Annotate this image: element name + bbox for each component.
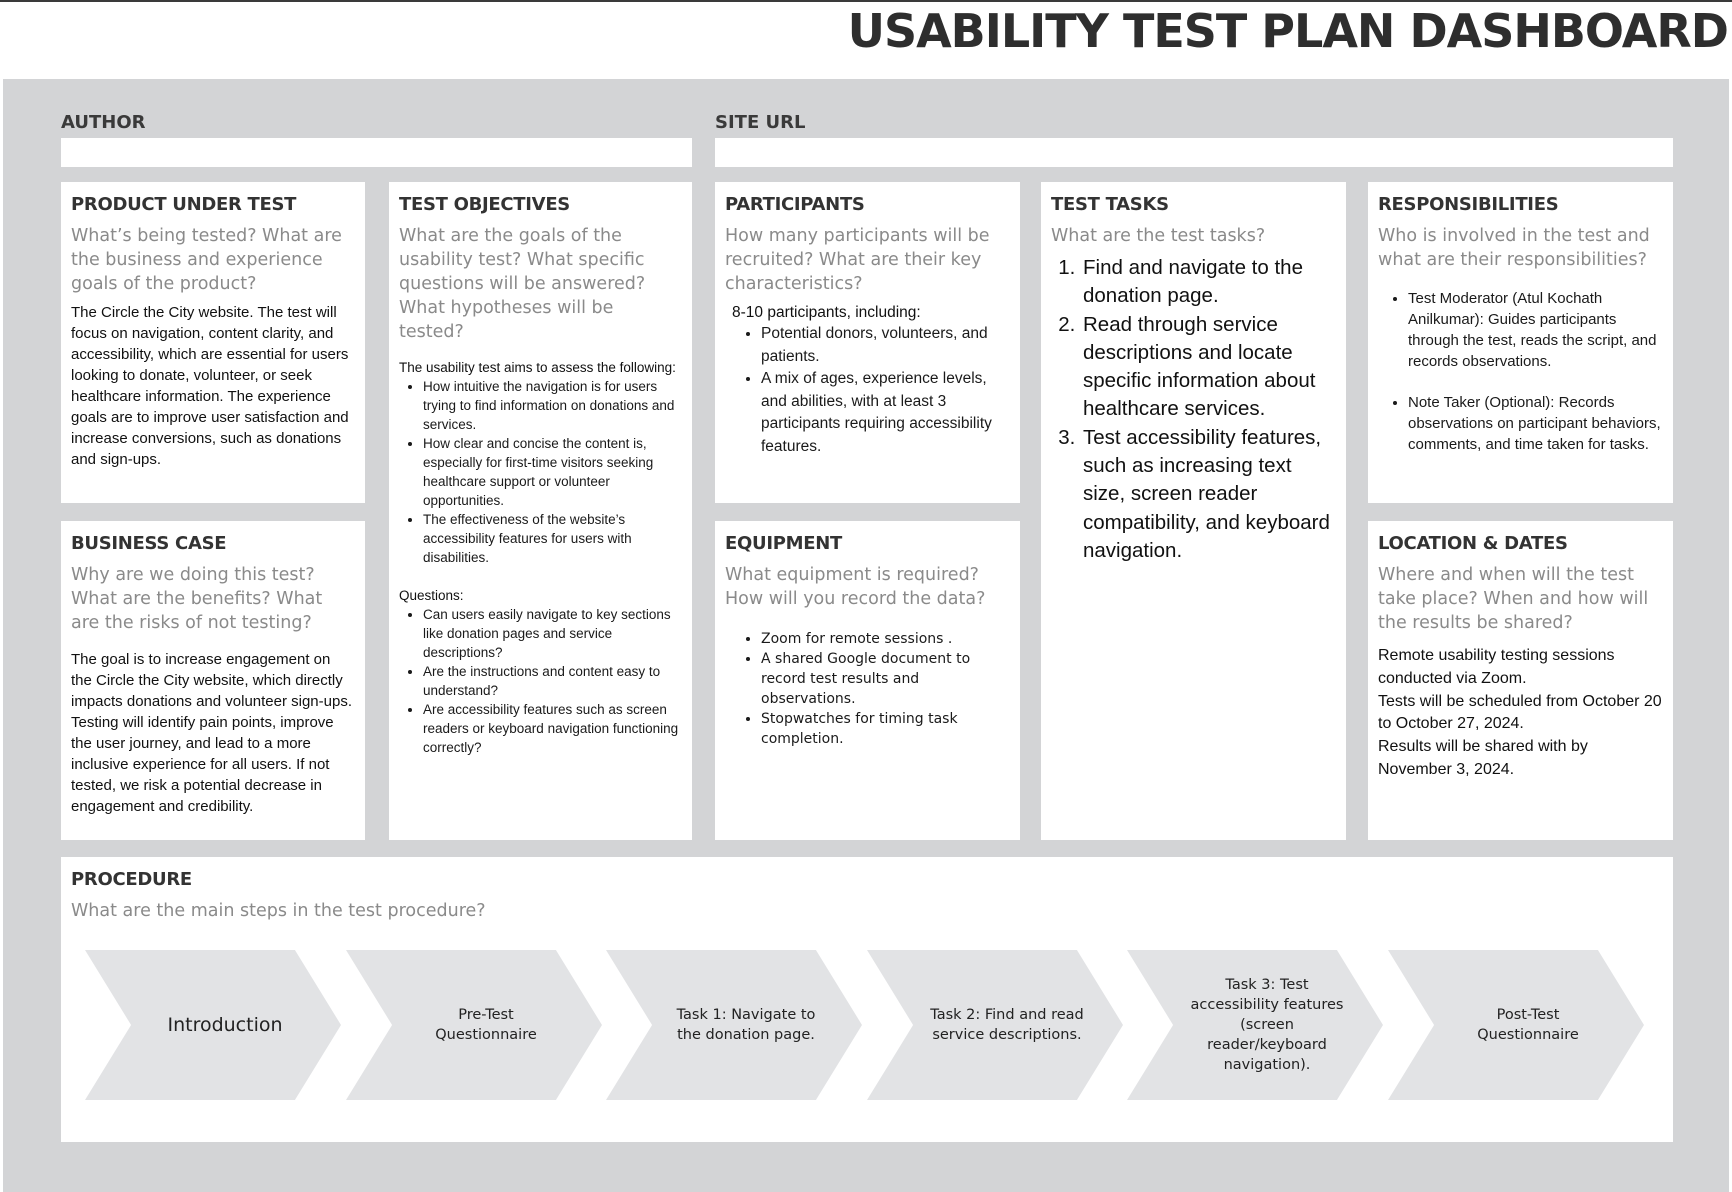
panel-title: TEST TASKS	[1051, 194, 1169, 215]
panel-prompt: Who is involved in the test and what are…	[1378, 226, 1650, 270]
list-item: Read through service descriptions and lo…	[1081, 311, 1336, 424]
responsibilities-panel: RESPONSIBILITIES Who is involved in the …	[1368, 182, 1673, 503]
equipment-list: Zoom for remote sessions . A shared Goog…	[725, 629, 1010, 749]
list-item: Zoom for remote sessions .	[761, 629, 1010, 649]
test-tasks-panel: TEST TASKS What are the test tasks? Find…	[1041, 182, 1346, 840]
list-item: Test Moderator (Atul Kochath Anilkumar):…	[1408, 288, 1663, 372]
list-item: How clear and concise the content is, es…	[423, 434, 682, 510]
panel-title: PRODUCT UNDER TEST	[71, 194, 297, 215]
equipment-panel: EQUIPMENT What equipment is required? Ho…	[715, 521, 1020, 840]
business-case-panel: BUSINESS CASE Why are we doing this test…	[61, 521, 365, 840]
list-item: Test accessibility features, such as inc…	[1081, 424, 1336, 565]
panel-prompt: What are the main steps in the test proc…	[71, 901, 486, 921]
list-item: A mix of ages, experience levels, and ab…	[761, 368, 1010, 458]
participants-intro: 8-10 participants, including:	[732, 304, 921, 321]
panel-title: TEST OBJECTIVES	[399, 194, 570, 215]
panel-title: LOCATION & DATES	[1378, 533, 1568, 554]
panel-body: The Circle the City website. The test wi…	[71, 304, 349, 468]
list-item: A shared Google document to record test …	[761, 649, 1010, 709]
product-under-test-panel: PRODUCT UNDER TEST What’s being tested? …	[61, 182, 365, 503]
panel-prompt: What are the goals of the usability test…	[399, 226, 646, 342]
site-url-label: SITE URL	[715, 112, 806, 133]
panel-title: BUSINESS CASE	[71, 533, 227, 554]
location-dates-panel: LOCATION & DATES Where and when will the…	[1368, 521, 1673, 840]
panel-title: PARTICIPANTS	[725, 194, 865, 215]
panel-prompt: Where and when will the test take place?…	[1378, 565, 1649, 633]
panel-title: PROCEDURE	[71, 869, 192, 890]
panel-prompt: What’s being tested? What are the busine…	[71, 226, 342, 294]
list-item: How intuitive the navigation is for user…	[423, 377, 682, 434]
author-label: AUTHOR	[61, 112, 146, 133]
test-tasks-list: Find and navigate to the donation page. …	[1051, 254, 1336, 565]
questions-label: Questions:	[399, 588, 464, 603]
author-field[interactable]	[61, 138, 692, 167]
panel-prompt: How many participants will be recruited?…	[725, 226, 990, 294]
dates-line: Tests will be scheduled from October 20 …	[1378, 692, 1662, 733]
site-url-field[interactable]	[715, 138, 1673, 167]
panel-body: The goal is to increase engagement on th…	[71, 651, 353, 815]
objectives-questions-list: Can users easily navigate to key section…	[399, 605, 682, 757]
procedure-step-4: Task 2: Find and read service descriptio…	[867, 950, 1123, 1100]
objectives-intro: The usability test aims to assess the fo…	[399, 360, 676, 375]
list-item: Are accessibility features such as scree…	[423, 700, 682, 757]
location-line: Remote usability testing sessions conduc…	[1378, 647, 1615, 687]
panel-prompt: What are the test tasks?	[1051, 226, 1266, 246]
participants-panel: PARTICIPANTS How many participants will …	[715, 182, 1020, 503]
objectives-aims-list: How intuitive the navigation is for user…	[399, 377, 682, 567]
panel-title: RESPONSIBILITIES	[1378, 194, 1559, 215]
panel-prompt: Why are we doing this test? What are the…	[71, 565, 323, 633]
procedure-step-2: Pre-Test Questionnaire	[346, 950, 602, 1100]
panel-prompt: What equipment is required? How will you…	[725, 565, 986, 609]
list-item: The effectiveness of the website’s acces…	[423, 510, 682, 567]
top-rule	[0, 0, 1732, 2]
participants-list: Potential donors, volunteers, and patien…	[725, 323, 1010, 458]
results-line: Results will be shared with by November …	[1378, 738, 1588, 778]
procedure-step-5: Task 3: Test accessibility features (scr…	[1127, 950, 1383, 1100]
list-item: Note Taker (Optional): Records observati…	[1408, 392, 1663, 455]
procedure-step-1: Introduction	[85, 950, 341, 1100]
test-objectives-panel: TEST OBJECTIVES What are the goals of th…	[389, 182, 692, 840]
page-title: USABILITY TEST PLAN DASHBOARD	[847, 4, 1729, 58]
list-item: Are the instructions and content easy to…	[423, 662, 682, 700]
list-item: Can users easily navigate to key section…	[423, 605, 682, 662]
procedure-step-3: Task 1: Navigate to the donation page.	[606, 950, 862, 1100]
panel-title: EQUIPMENT	[725, 533, 842, 554]
procedure-step-6: Post-Test Questionnaire	[1388, 950, 1644, 1100]
procedure-steps: Introduction Pre-Test Questionnaire Task…	[60, 950, 1650, 1100]
list-item: Find and navigate to the donation page.	[1081, 254, 1336, 311]
list-item: Stopwatches for timing task completion.	[761, 709, 1010, 749]
list-item: Potential donors, volunteers, and patien…	[761, 323, 1010, 368]
responsibilities-list: Test Moderator (Atul Kochath Anilkumar):…	[1378, 288, 1663, 455]
